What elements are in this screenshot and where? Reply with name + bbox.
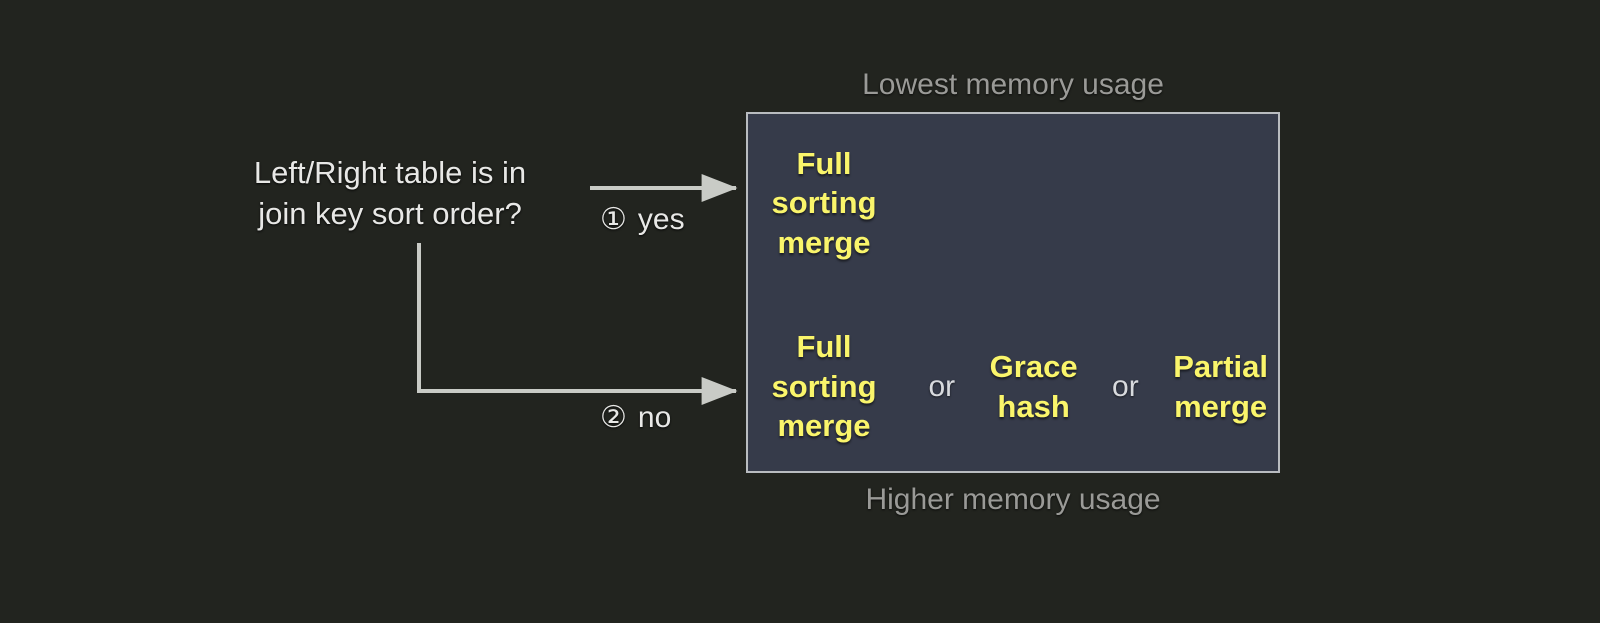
option-partial-merge: Partial merge [1173, 349, 1268, 424]
caption-lowest-memory: Lowest memory usage [862, 68, 1164, 101]
option-grace-hash: Grace hash [989, 349, 1078, 424]
decision-question: Left/Right table is in join key sort ord… [253, 155, 527, 232]
outcome-row-unsorted: Full sorting merge or Grace hash or Part… [748, 314, 1278, 459]
option-full-sorting-merge-sorted: Full sorting merge [771, 145, 877, 260]
branch-marker-2: ② [600, 401, 627, 434]
connector-no [417, 243, 738, 405]
branch-marker-1: ① [600, 203, 627, 236]
conjunction-or-2: or [1112, 369, 1139, 403]
outcomes-panel: Full sorting merge Full sorting merge or… [746, 112, 1280, 473]
branch-label-no: ② no [600, 403, 671, 433]
branch-text-no: no [637, 401, 672, 434]
branch-text-yes: yes [637, 203, 685, 236]
conjunction-or-1: or [928, 369, 956, 403]
branch-label-yes: ① yes [600, 205, 685, 235]
caption-higher-memory: Higher memory usage [865, 483, 1161, 516]
outcome-row-sorted: Full sorting merge [748, 128, 1278, 278]
option-full-sorting-merge-unsorted: Full sorting merge [771, 329, 877, 444]
